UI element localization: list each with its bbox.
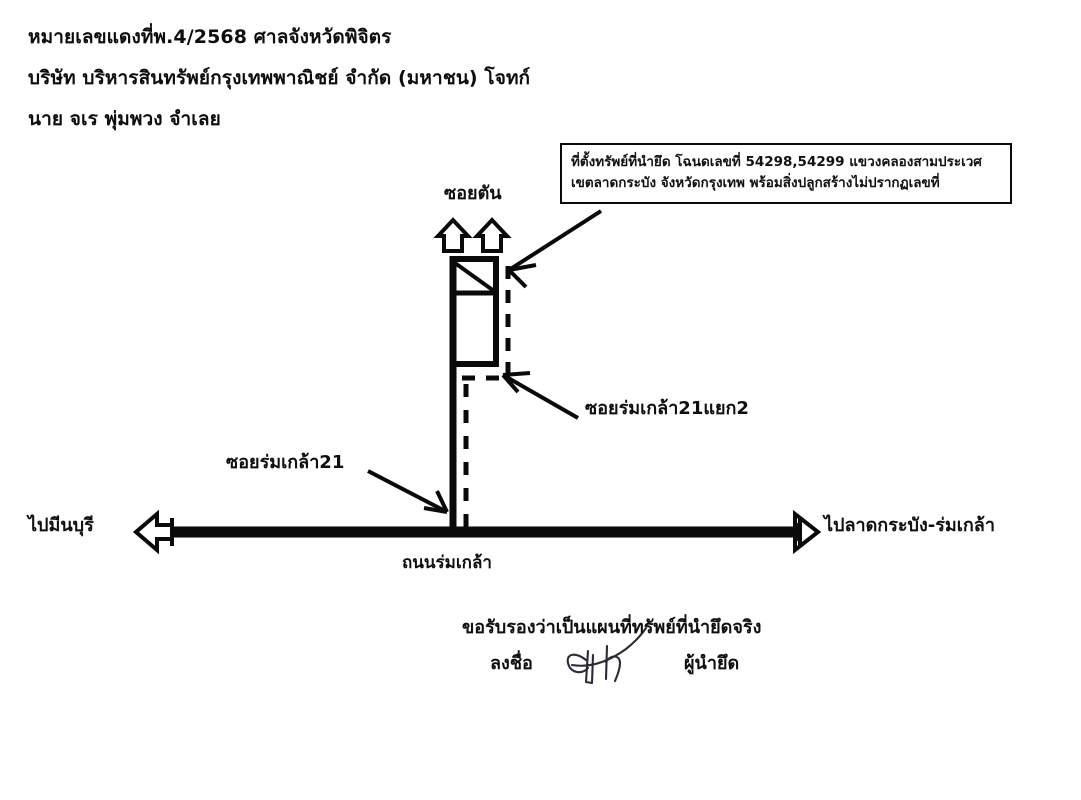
soi-label-leader-arrow [367,469,449,514]
case-header: หมายเลขแดงที่พ.4/2568 ศาลจังหวัดพิจิตร บ… [28,22,768,145]
property-info-line-1: ที่ตั้งทรัพย์ที่นำยึด โฉนดเลขที่ 54298,5… [571,154,982,170]
dead-end-up-arrows [433,217,512,253]
branch-label-leader-arrow [501,371,579,420]
property-parcel [450,256,499,367]
label-to-latkrabang-romklao: ไปลาดกระบัง-ร่มเกล้า [824,515,995,536]
label-soi-romklao-21-yaek-2: ซอยร่มเกล้า21แยก2 [585,398,749,419]
property-info-callout: ที่ตั้งทรัพย์ที่นำยึด โฉนดเลขที่ 54298,5… [560,143,1012,204]
seizer-role-label: ผู้นำยึด [684,653,740,674]
certification-statement: ขอรับรองว่าเป็นแผนที่ทรัพย์ที่นำยึดจริง [462,617,762,638]
property-info-line-2: เขตลาดกระบัง จังหวัดกรุงเทพ พร้อมสิ่งปลู… [571,174,940,191]
case-header-line-1: หมายเลขแดงที่พ.4/2568 ศาลจังหวัดพิจิตร [28,26,392,48]
label-soi-romklao-21: ซอยร่มเกล้า21 [226,452,345,473]
road-arrow-right [793,509,822,555]
label-main-road-name: ถนนร่มเกล้า [402,553,492,573]
label-soi-tan: ซอยตัน [444,183,502,204]
signature-label: ลงชื่อ [490,653,533,674]
building-hatch-diagonal [453,261,496,293]
case-header-line-2: บริษัท บริหารสินทรัพย์กรุงเทพพาณิชย์ จำก… [28,67,531,89]
callout-leader-arrow [507,209,603,289]
label-to-minburi: ไปมีนบุรี [28,515,94,536]
case-header-line-3: นาย จเร พุ่มพวง จำเลย [28,108,221,130]
road-arrow-left [132,509,174,555]
